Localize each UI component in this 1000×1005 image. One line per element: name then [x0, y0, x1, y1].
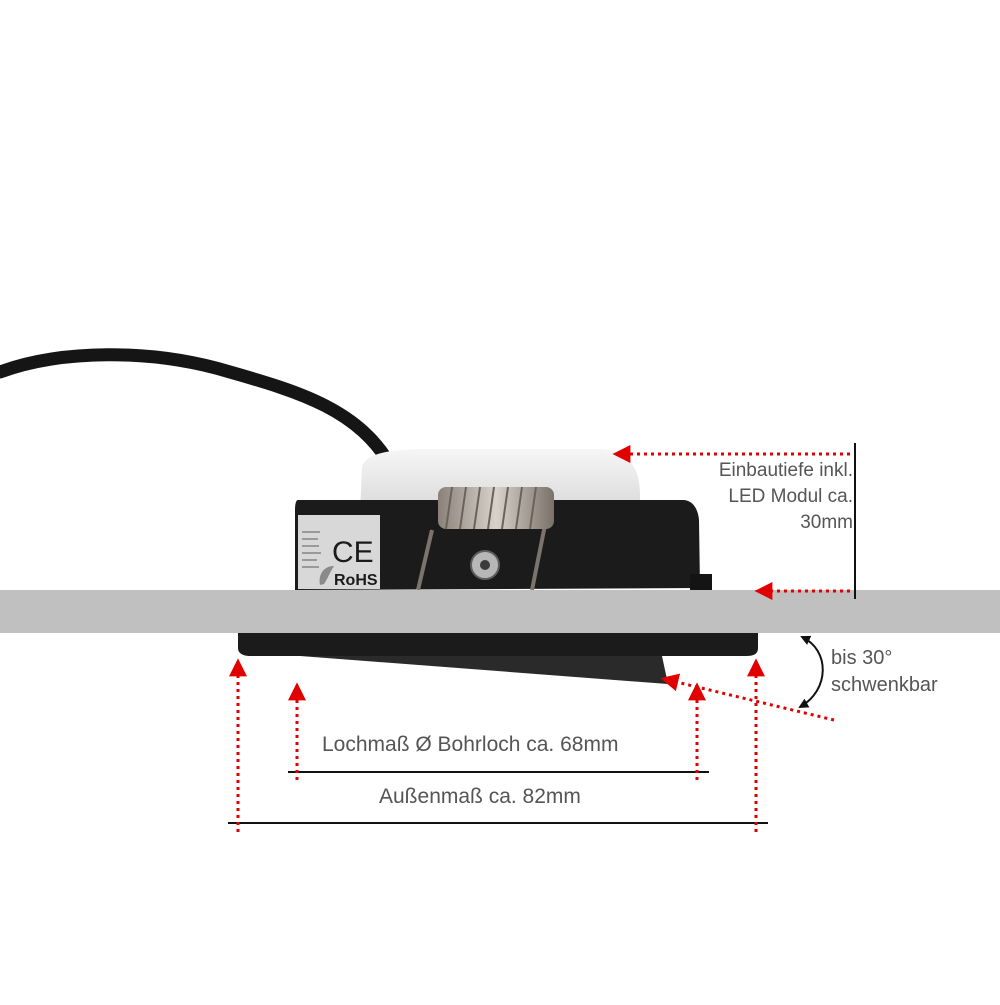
ceiling-panel: [0, 590, 1000, 633]
installation-depth-line-3: 30mm: [800, 512, 853, 533]
rohs-mark: RoHS: [334, 572, 378, 589]
tilted-insert: [300, 656, 668, 684]
installation-depth-line-2: LED Modul ca.: [728, 486, 853, 507]
power-cable: [0, 348, 399, 475]
recycling-icon: [319, 566, 334, 585]
tilt-arrow: [660, 673, 835, 722]
installation-depth-label: Einbautiefe inkl. LED Modul ca. 30mm: [719, 458, 853, 536]
hole-size-label: Lochmaß Ø Bohrloch ca. 68mm: [322, 733, 619, 756]
housing-body: [295, 500, 700, 590]
label-plate: CE RoHS: [298, 515, 380, 589]
led-module-diffuser: [360, 449, 640, 512]
outer-size-label: Außenmaß ca. 82mm: [379, 785, 581, 808]
bezel-ring: [238, 633, 758, 656]
tilt-label: bis 30° schwenkbar: [831, 645, 938, 699]
installation-depth-line-1: Einbautiefe inkl.: [718, 460, 853, 481]
housing-side-step: [690, 574, 712, 592]
tilt-line-2: schwenkbar: [831, 674, 938, 696]
spring-clip: [416, 486, 554, 591]
tilt-arc-arrow: [798, 635, 824, 708]
tilt-line-1: bis 30°: [831, 647, 893, 669]
ce-mark: CE: [332, 536, 374, 569]
